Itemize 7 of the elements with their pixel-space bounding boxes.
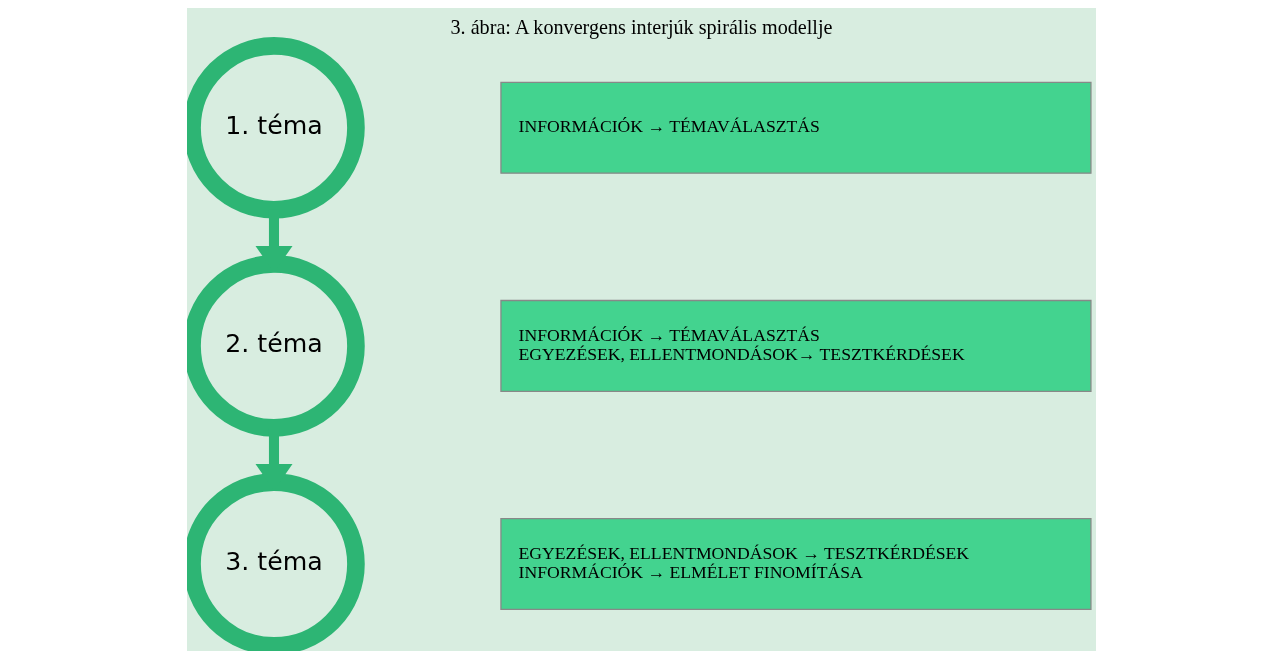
node-circle: 1. téma — [186, 37, 365, 219]
node-circle: 3. téma — [186, 473, 365, 651]
node-circle: 2. téma — [186, 255, 365, 437]
node-box: INFORMÁCIÓK → TÉMAVÁLASZTÁS — [499, 81, 1092, 174]
node-box: INFORMÁCIÓK → TÉMAVÁLASZTÁS EGYEZÉSEK, ELLENTMONDÁSOK→ TESZTKÉRDÉSEK — [499, 299, 1092, 392]
diagram-title: 3. ábra: A konvergens interjúk spirális modellje — [450, 16, 832, 39]
node-box: EGYEZÉSEK, ELLENTMONDÁSOK → TESZTKÉRDÉSEK INFORMÁCIÓK → ELMÉLET FINOMÍTÁSA — [499, 518, 1092, 610]
